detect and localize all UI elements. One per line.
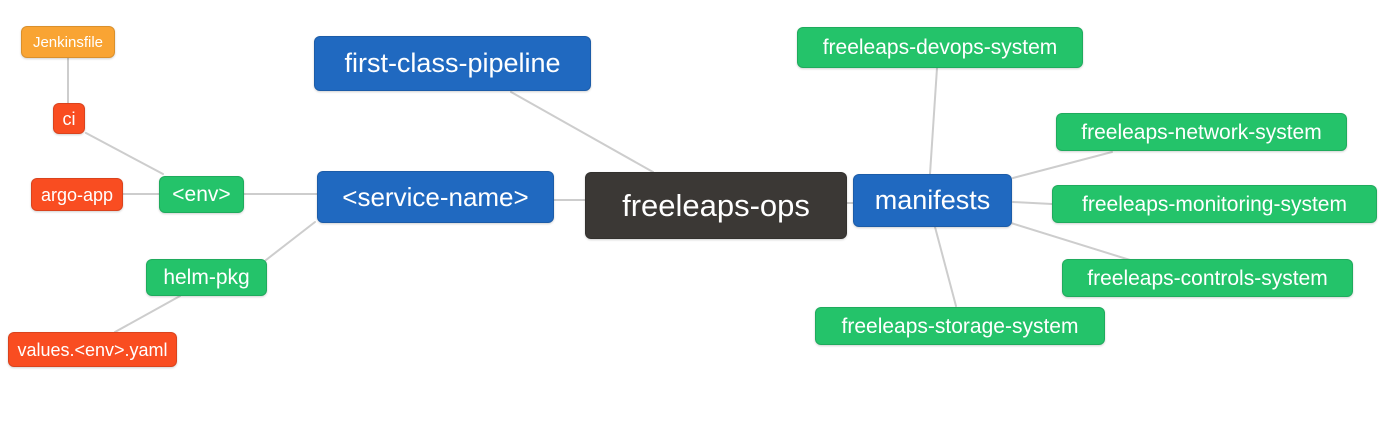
node-freeleaps-controls-system[interactable]: freeleaps-controls-system: [1062, 259, 1353, 297]
edge-manifests-storage: [934, 226, 957, 307]
edge-manifests-controls: [1010, 222, 1131, 261]
node-freeleaps-ops-root[interactable]: freeleaps-ops: [585, 172, 847, 239]
node-ci[interactable]: ci: [53, 103, 85, 134]
node-jenkinsfile[interactable]: Jenkinsfile: [21, 26, 115, 58]
node-env[interactable]: <env>: [159, 176, 244, 213]
node-service-name[interactable]: <service-name>: [317, 171, 554, 223]
edge-manifests-monitoring: [1012, 201, 1053, 205]
node-freeleaps-devops-system[interactable]: freeleaps-devops-system: [797, 27, 1083, 68]
node-freeleaps-network-system[interactable]: freeleaps-network-system: [1056, 113, 1347, 151]
node-helm-pkg[interactable]: helm-pkg: [146, 259, 267, 296]
edge-manifests-devops: [929, 67, 938, 175]
edge-ops-pipeline: [510, 91, 654, 173]
node-values-env-yaml[interactable]: values.<env>.yaml: [8, 332, 177, 367]
node-first-class-pipeline[interactable]: first-class-pipeline: [314, 36, 591, 91]
edge-manifests-network: [1012, 151, 1113, 179]
edge-env-ci: [85, 132, 164, 175]
node-freeleaps-storage-system[interactable]: freeleaps-storage-system: [815, 307, 1105, 345]
edge-helm-values: [114, 295, 181, 333]
edge-service-helm-pkg: [265, 221, 316, 261]
node-freeleaps-monitoring-system[interactable]: freeleaps-monitoring-system: [1052, 185, 1377, 223]
node-argo-app[interactable]: argo-app: [31, 178, 123, 211]
node-manifests[interactable]: manifests: [853, 174, 1012, 227]
